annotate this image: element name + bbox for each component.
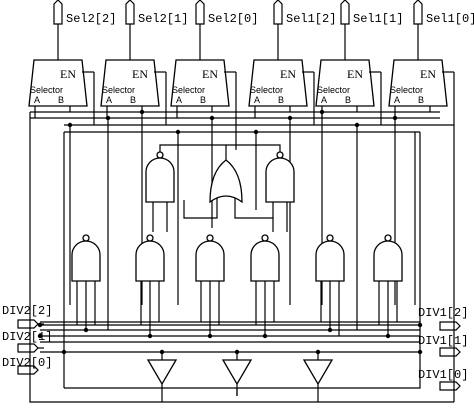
svg-text:A: A [321, 95, 327, 105]
label-div1-0: DIV1[0] [418, 368, 468, 382]
and-gate-lower-6 [373, 234, 403, 282]
selector-block-sel2-0 [170, 0, 237, 125]
selector-mux-2 [100, 59, 160, 107]
and-gate-upper-right [265, 151, 295, 218]
svg-text:A: A [106, 95, 112, 105]
inverter-bubble [261, 234, 269, 242]
svg-text:EN: EN [280, 67, 296, 81]
svg-text:B: B [200, 95, 206, 105]
label-div2-1: DIV2[1] [2, 330, 52, 344]
svg-text:A: A [254, 95, 260, 105]
selector-block-sel1-2 [248, 0, 315, 125]
bus-drops [69, 112, 416, 330]
svg-text:Selector: Selector [250, 85, 283, 95]
junction-dots [37, 109, 423, 355]
label-div1-1: DIV1[1] [418, 334, 468, 348]
pin-div2-1 [17, 343, 44, 353]
svg-text:Selector: Selector [317, 85, 350, 95]
input-pin-sel2-1 [125, 0, 135, 25]
selector-labels-6: EN Selector A B [390, 67, 436, 105]
pin-div1-0 [439, 381, 461, 391]
input-pin-sel1-1 [340, 0, 350, 25]
selector-mux-3 [170, 59, 230, 107]
selector-block-sel2-1 [100, 0, 167, 125]
input-pin-sel2-2 [53, 0, 63, 25]
selector-labels-3: EN Selector A B [172, 67, 218, 105]
selector-labels-2: EN Selector A B [102, 67, 148, 105]
upper-gate-links [152, 144, 288, 232]
selector-mux-4 [248, 59, 308, 107]
selector-labels-5: EN Selector A B [317, 67, 363, 105]
inverter-bubble [82, 234, 90, 242]
input-pin-sel1-0 [413, 0, 423, 25]
svg-text:A: A [34, 95, 40, 105]
bottom-loops [29, 322, 454, 403]
label-sel1-0: Sel1[0] [426, 12, 474, 26]
svg-text:B: B [345, 95, 351, 105]
inverter-bubble [146, 234, 154, 242]
label-div2-2: DIV2[2] [2, 304, 52, 318]
label-div2-0: DIV2[0] [2, 356, 52, 370]
svg-text:B: B [58, 95, 64, 105]
inverter-bubble [206, 234, 214, 242]
and-gate-lower-5 [315, 234, 345, 282]
pin-div1-1 [439, 347, 461, 357]
and-gate-lower-2 [135, 234, 165, 282]
and-gate-lower-1 [71, 234, 101, 282]
svg-text:B: B [278, 95, 284, 105]
pin-div2-0 [17, 365, 39, 375]
label-sel2-0: Sel2[0] [208, 12, 258, 26]
inverter-3 [302, 352, 334, 396]
svg-text:Selector: Selector [390, 85, 423, 95]
inverter-bubble [276, 151, 284, 159]
svg-text:EN: EN [420, 67, 436, 81]
svg-text:EN: EN [60, 67, 76, 81]
svg-text:A: A [176, 95, 182, 105]
input-pin-sel1-2 [273, 0, 283, 25]
inverter-bubble [384, 234, 392, 242]
input-pin-sel2-0 [195, 0, 205, 25]
selector-block-sel1-1 [315, 0, 382, 125]
svg-text:Selector: Selector [172, 85, 205, 95]
inverter-bubble [326, 234, 334, 242]
lower-gate-leads [76, 281, 398, 336]
label-sel2-1: Sel2[1] [138, 12, 188, 26]
svg-text:EN: EN [347, 67, 363, 81]
and-gate-lower-4 [250, 234, 280, 282]
pin-div1-2 [439, 321, 461, 331]
and-gate-upper-left [145, 151, 175, 218]
svg-text:B: B [130, 95, 136, 105]
svg-text:Selector: Selector [30, 85, 63, 95]
label-sel1-2: Sel1[2] [286, 12, 336, 26]
label-sel2-2: Sel2[2] [66, 12, 116, 26]
selector-block-sel1-0 [388, 0, 455, 125]
svg-text:EN: EN [202, 67, 218, 81]
selector-labels-1: EN Selector A B [30, 67, 76, 105]
selector-mux-6 [388, 59, 448, 107]
selector-mux-5 [315, 59, 375, 107]
svg-text:A: A [394, 95, 400, 105]
svg-text:Selector: Selector [102, 85, 135, 95]
or-gate-upper-middle [209, 148, 243, 212]
signal-rails [40, 321, 420, 353]
selector-mux-1 [28, 59, 88, 107]
inverter-bubble [156, 151, 164, 159]
svg-text:B: B [418, 95, 424, 105]
selector-block-sel2-2 [28, 0, 95, 125]
svg-text:EN: EN [132, 67, 148, 81]
inverter-1 [146, 352, 178, 396]
and-gate-lower-3 [195, 234, 225, 282]
selector-labels-4: EN Selector A B [250, 67, 296, 105]
label-div1-2: DIV1[2] [418, 306, 468, 320]
bus-lines [29, 111, 455, 402]
label-sel1-1: Sel1[1] [353, 12, 403, 26]
